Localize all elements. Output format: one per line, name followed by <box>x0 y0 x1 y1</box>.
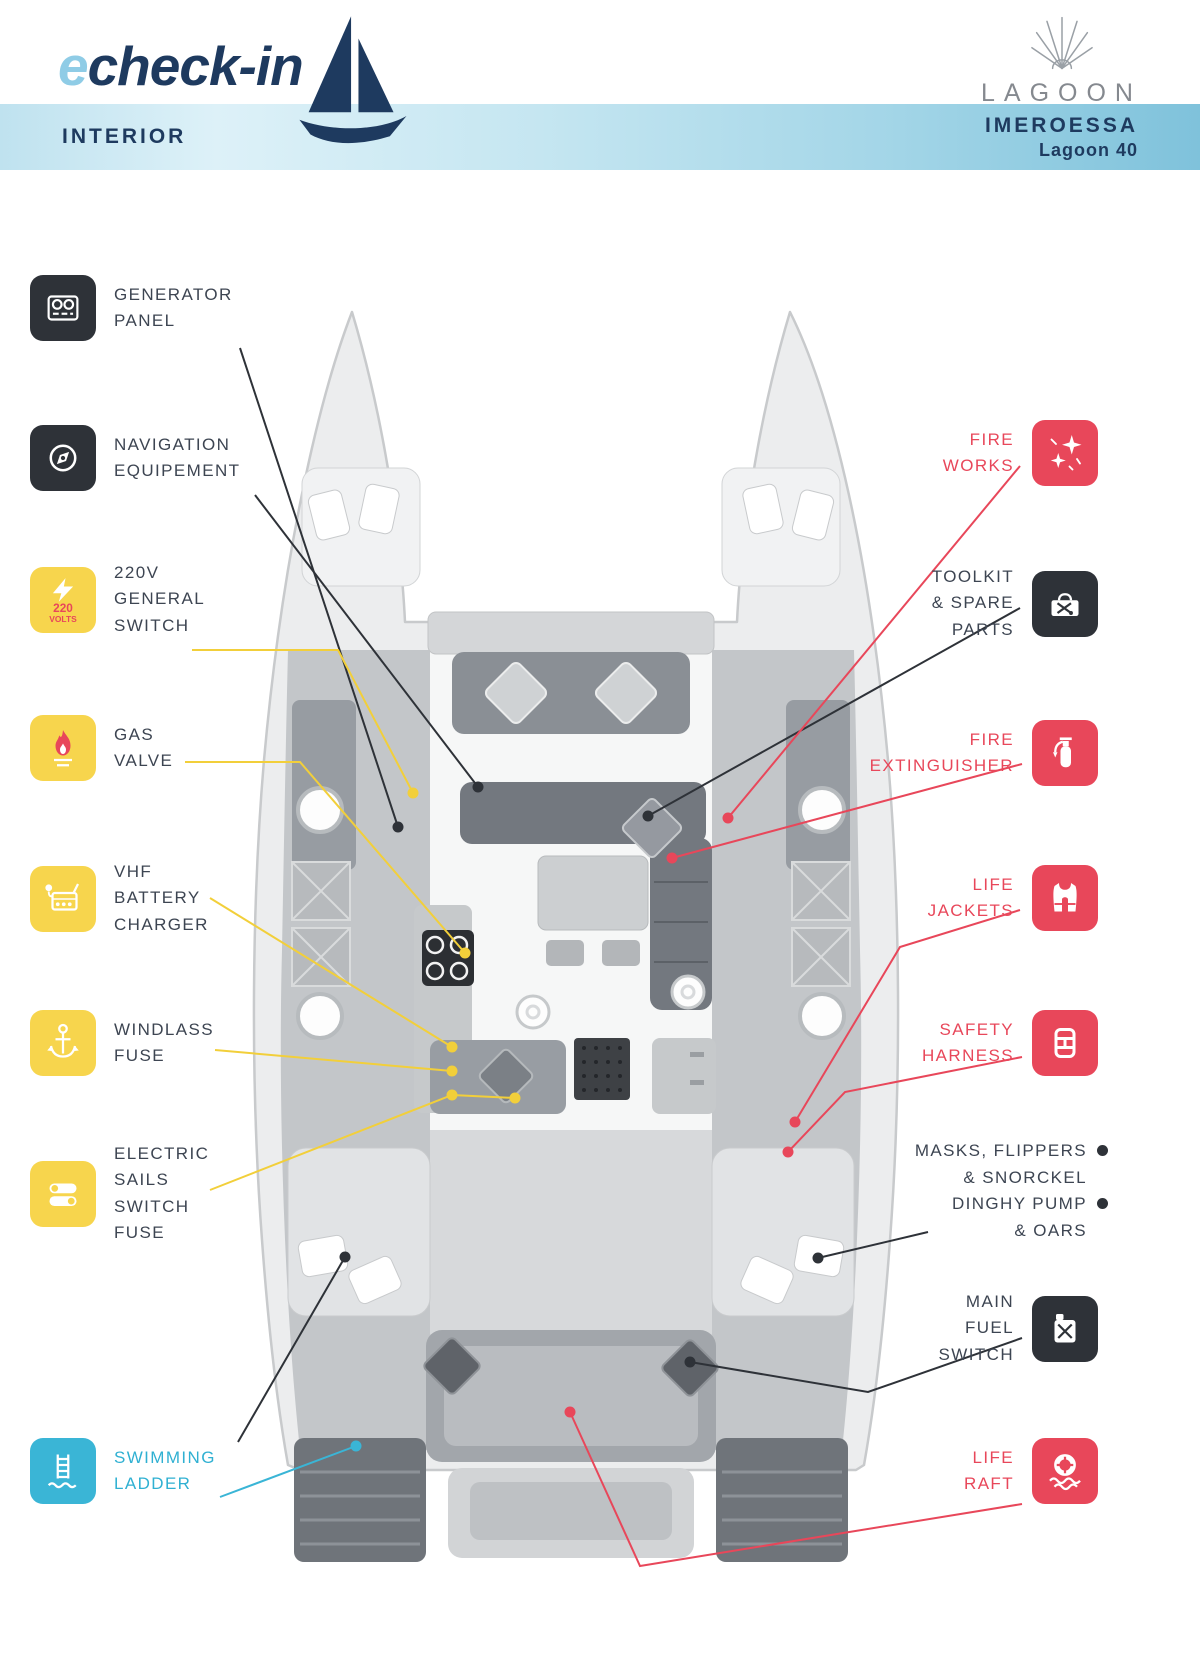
boat-name: IMEROESSA <box>984 113 1138 137</box>
masks-line-3: DINGHY PUMP <box>952 1194 1108 1214</box>
fireworks-glyph <box>1050 435 1082 471</box>
brand-name: LAGOON <box>981 79 1142 107</box>
gas-flame-glyph <box>54 730 72 767</box>
fire-extinguisher-icon <box>1032 720 1098 786</box>
masks-line-4: & OARS <box>1014 1221 1108 1241</box>
header: echeck-in LAGOON INTERIOR IMEROESSA Lago… <box>0 0 1200 170</box>
main-fuel-switch-label: MAIN FUEL SWITCH <box>938 1292 1014 1364</box>
callout-windlass-fuse: WINDLASS FUSE <box>30 1010 214 1076</box>
compass-glyph <box>49 444 77 472</box>
location-dot <box>1097 1198 1108 1210</box>
life-jackets-label: LIFE JACKETS <box>927 874 1014 920</box>
safety-harness-label: SAFETY HARNESS <box>922 1019 1014 1065</box>
vhf-battery-charger-label: VHF BATTERY CHARGER <box>114 862 209 934</box>
toolbox-icon <box>1032 570 1098 637</box>
logo-e: e <box>58 35 89 97</box>
sailboat-icon <box>299 16 407 144</box>
swim-ladder-glyph <box>47 1454 77 1489</box>
life-jacket-glyph <box>1053 883 1077 912</box>
callout-swimming-ladder: SWIMMING LADDER <box>30 1438 216 1504</box>
section-title: INTERIOR <box>62 125 187 148</box>
vhf-radio-glyph <box>45 883 80 911</box>
toolbox-glyph <box>1051 592 1079 616</box>
swimming-ladder-label: SWIMMING LADDER <box>114 1447 216 1493</box>
dinghy-pump-label: DINGHY PUMP <box>951 1194 1087 1214</box>
life-raft-glyph <box>1049 1454 1081 1491</box>
anchor-glyph <box>47 1023 79 1058</box>
callout-generator-panel: GENERATOR PANEL <box>30 275 233 341</box>
callout-fire-works: FIRE WORKS <box>943 420 1098 486</box>
vhf-radio-icon <box>30 865 96 932</box>
generator-panel-glyph <box>47 295 79 321</box>
masks-line-1: MASKS, FLIPPERS <box>915 1141 1108 1161</box>
windlass-fuse-label: WINDLASS FUSE <box>114 1019 214 1065</box>
compass-icon <box>30 425 96 491</box>
callout-navigation-equipment: NAVIGATION EQUIPEMENT <box>30 425 240 491</box>
echeckin-logo: echeck-in <box>58 34 304 98</box>
navigation-equipment-label: NAVIGATION EQUIPEMENT <box>114 434 241 480</box>
gas-flame-icon <box>30 715 96 781</box>
220-volts-glyph: 220 VOLTS <box>49 577 77 623</box>
anchor-icon <box>30 1010 96 1076</box>
generator-panel-icon <box>30 275 96 341</box>
safety-harness-icon <box>1032 1010 1098 1076</box>
toggle-switches-glyph <box>49 1183 77 1206</box>
svg-text:220: 220 <box>53 600 73 614</box>
toolkit-spare-parts-label: TOOLKIT & SPARE PARTS <box>931 567 1014 639</box>
masks-text-block: MASKS, FLIPPERS & SNORCKEL DINGHY PUMP &… <box>915 1141 1108 1240</box>
fire-extinguisher-glyph <box>1053 737 1072 768</box>
fuel-can-icon <box>1032 1295 1098 1362</box>
callout-masks-flippers-snorkel: MASKS, FLIPPERS & SNORCKEL DINGHY PUMP &… <box>915 1141 1108 1240</box>
toggle-switches-icon <box>30 1160 96 1227</box>
callout-fire-extinguisher: FIRE EXTINGUISHER <box>870 720 1098 786</box>
fuel-can-glyph <box>1054 1313 1076 1343</box>
220-volts-icon: 220 VOLTS <box>30 566 96 633</box>
masks-line-2: & SNORCKEL <box>963 1168 1108 1188</box>
fire-extinguisher-label: FIRE EXTINGUISHER <box>869 729 1014 775</box>
life-jacket-icon <box>1032 865 1098 931</box>
callout-vhf-battery-charger: VHF BATTERY CHARGER <box>30 859 209 938</box>
svg-text:VOLTS: VOLTS <box>49 613 77 623</box>
callout-main-fuel-switch: MAIN FUEL SWITCH <box>939 1289 1098 1368</box>
callout-gas-valve: GAS VALVE <box>30 715 173 781</box>
callout-safety-harness: SAFETY HARNESS <box>922 1010 1098 1076</box>
boat-model: Lagoon 40 <box>1038 139 1138 160</box>
generator-panel-label: GENERATOR PANEL <box>114 284 233 330</box>
callout-life-jackets: LIFE JACKETS <box>928 865 1098 931</box>
lagoon-brand: LAGOON <box>981 12 1142 108</box>
fireworks-icon <box>1032 420 1098 486</box>
callout-life-raft: LIFE RAFT <box>964 1438 1098 1504</box>
masks-flippers-label: MASKS, FLIPPERS <box>914 1141 1087 1160</box>
220v-general-switch-label: 220V GENERAL SWITCH <box>114 563 206 635</box>
boat-id: IMEROESSA Lagoon 40 <box>985 112 1138 163</box>
callout-electric-sails-switch-fuse: ELECTRIC SAILS SWITCH FUSE <box>30 1141 209 1246</box>
swim-ladder-icon <box>30 1438 96 1504</box>
logo-rest: check-in <box>87 35 304 97</box>
header-band: INTERIOR IMEROESSA Lagoon 40 <box>0 104 1200 170</box>
callout-220v-general-switch: 220 VOLTS 220V GENERAL SWITCH <box>30 560 205 639</box>
safety-harness-glyph <box>1054 1028 1076 1058</box>
location-dot <box>1097 1145 1108 1157</box>
electric-sails-switch-fuse-label: ELECTRIC SAILS SWITCH FUSE <box>114 1144 210 1243</box>
callout-toolkit-spare-parts: TOOLKIT & SPARE PARTS <box>932 564 1098 643</box>
gas-valve-label: GAS VALVE <box>114 724 174 770</box>
snorkel-label: & SNORCKEL <box>963 1167 1087 1187</box>
life-raft-icon <box>1032 1438 1098 1504</box>
lagoon-shell-icon <box>1030 16 1093 70</box>
fire-works-label: FIRE WORKS <box>942 429 1014 475</box>
oars-label: & OARS <box>1014 1220 1087 1240</box>
life-raft-label: LIFE RAFT <box>964 1447 1014 1493</box>
